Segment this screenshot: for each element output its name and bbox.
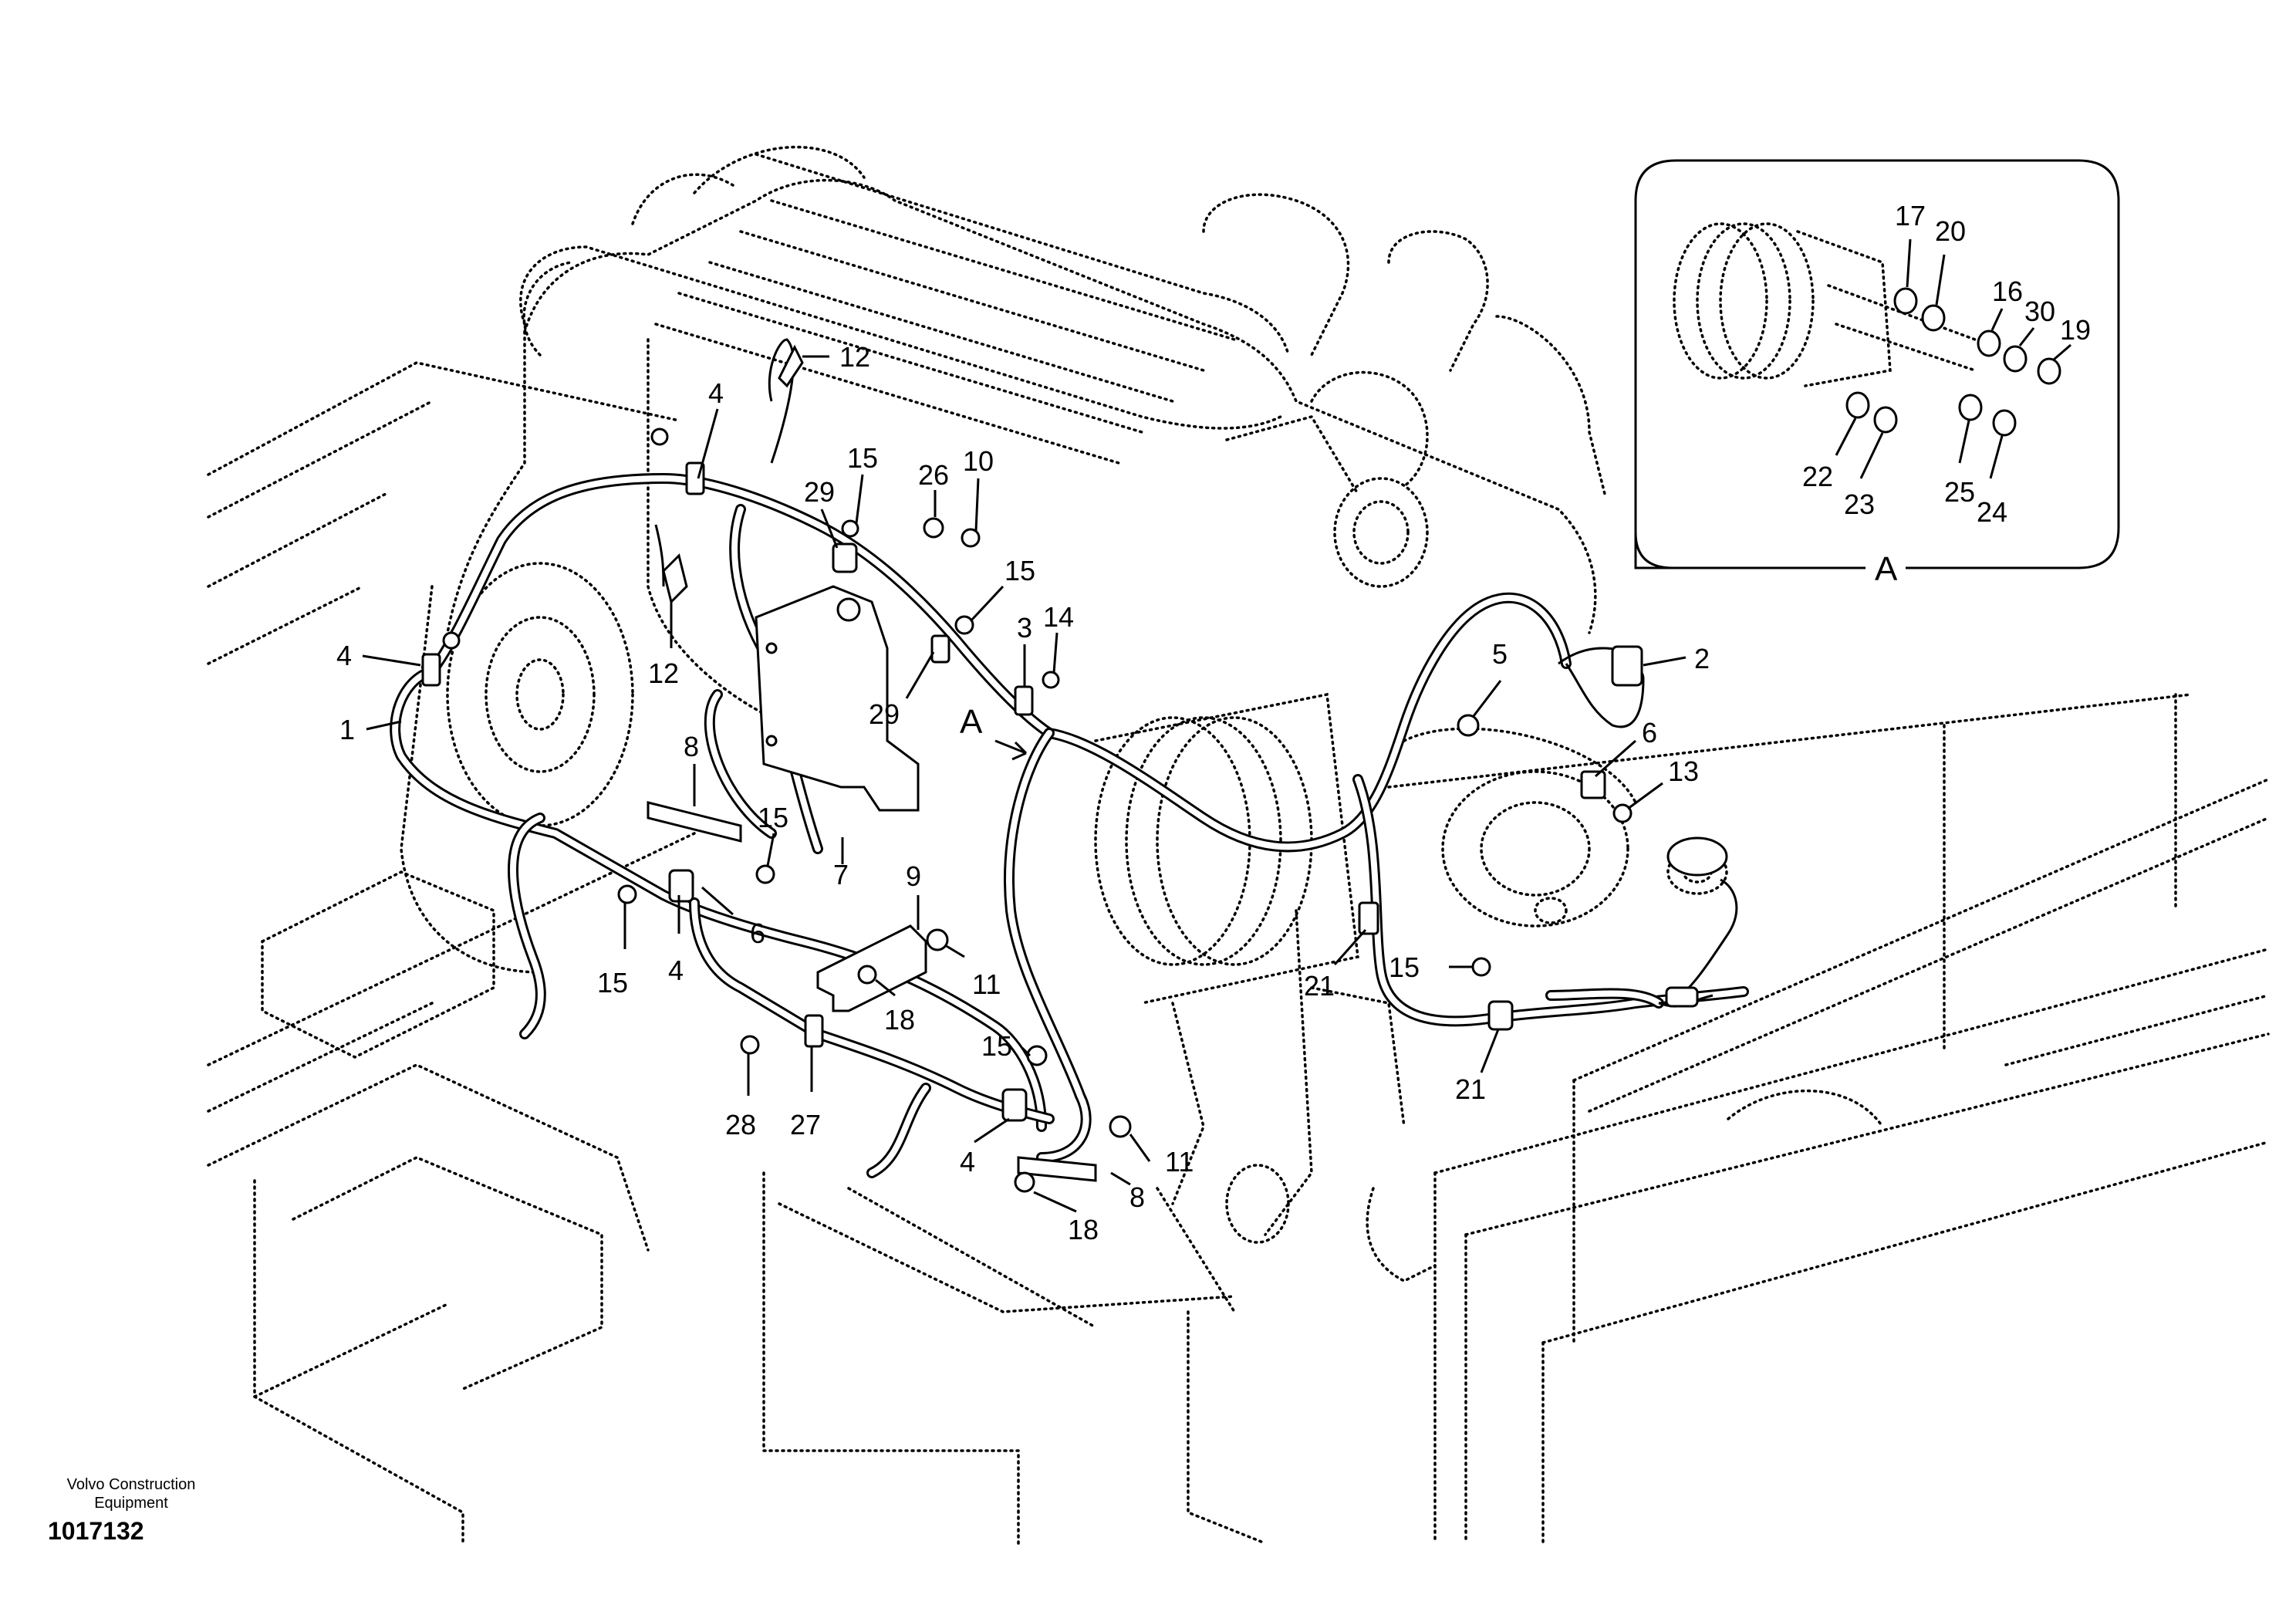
detail-frame: [1634, 159, 2120, 569]
clamp-3: [1014, 685, 1034, 716]
clamp-6-right: [1580, 770, 1606, 799]
clamp-21-low: [1487, 1000, 1514, 1031]
callout-2: 2: [1694, 643, 1710, 674]
clamp-27: [804, 1014, 824, 1048]
bolt-15d: [617, 884, 637, 904]
nut-11a: [926, 928, 949, 951]
callout-7: 7: [833, 859, 849, 890]
callout-13: 13: [1668, 755, 1699, 787]
detail-view-a: A: [1634, 159, 2120, 588]
clamp-4-mid: [668, 869, 694, 903]
callout-14: 14: [1043, 601, 1074, 633]
callout-11: 11: [972, 968, 1001, 1000]
callout-18: 18: [884, 1004, 915, 1036]
view-arrow-label: A: [960, 703, 983, 741]
control-box: [755, 585, 920, 812]
detail-label: A: [1875, 550, 1898, 588]
bolt-15f: [1471, 957, 1491, 977]
bolt-18a: [857, 965, 877, 985]
callout-15: 15: [1389, 951, 1420, 983]
clamp-4-low: [1001, 1088, 1028, 1122]
callout-4: 4: [960, 1146, 975, 1178]
bracket-upper: [647, 801, 742, 843]
bolt-10: [961, 528, 981, 548]
inline-connector: [1665, 986, 1699, 1008]
callout-24: 24: [1977, 496, 2007, 528]
connector-2: [1611, 645, 1643, 687]
callout-5: 5: [1492, 638, 1508, 670]
bolt-15e: [1026, 1045, 1048, 1066]
callout-15: 15: [758, 802, 788, 833]
bolt-15h: [650, 427, 669, 446]
callout-27: 27: [790, 1109, 821, 1140]
callout-8: 8: [684, 731, 699, 762]
brand-line-1: Volvo Construction: [66, 1476, 196, 1493]
bolt-13: [1612, 803, 1633, 823]
callout-28: 28: [725, 1109, 756, 1140]
callout-4: 4: [668, 955, 684, 986]
callout-25: 25: [1944, 476, 1975, 508]
callout-29: 29: [869, 698, 900, 730]
callout-6: 6: [1642, 717, 1657, 748]
callout-9: 9: [906, 860, 921, 892]
bolt-15g: [442, 631, 461, 650]
document-number: 1017132: [48, 1517, 144, 1545]
bolt-15b: [954, 615, 974, 635]
clamp-4-left: [421, 653, 441, 687]
callout-15: 15: [597, 967, 628, 999]
callout-15: 15: [1004, 555, 1035, 586]
bolt-14: [1042, 671, 1060, 689]
nut-11b: [1109, 1115, 1132, 1138]
clamp-29-top: [832, 542, 858, 573]
callout-15: 15: [981, 1030, 1012, 1062]
wiring-harness: [390, 338, 1749, 1178]
callout-26: 26: [918, 459, 949, 491]
callout-29: 29: [804, 476, 835, 508]
callout-16: 16: [1992, 275, 2023, 307]
brand-caption: Volvo Construction Equipment: [46, 1475, 216, 1512]
callout-22: 22: [1802, 461, 1833, 492]
engine-outline: [207, 146, 2270, 1545]
washer-26: [923, 517, 944, 539]
callout-8: 8: [1129, 1181, 1145, 1213]
clip-12-top: [778, 344, 804, 388]
callout-11: 11: [1165, 1146, 1194, 1178]
clip-12-low: [662, 553, 688, 604]
leader-lines: [362, 355, 1687, 1213]
detail-nuts: [1845, 287, 2061, 437]
brand-line-2: Equipment: [94, 1495, 168, 1512]
callout-30: 30: [2024, 296, 2055, 327]
callout-4: 4: [336, 640, 352, 671]
clamp-21-top: [1358, 901, 1379, 935]
nut-5: [1457, 714, 1480, 737]
callout-10: 10: [963, 445, 994, 477]
bolt-15a: [841, 519, 859, 538]
callout-12: 12: [648, 657, 679, 689]
callout-17: 17: [1895, 200, 1926, 231]
bolt-28: [740, 1035, 760, 1055]
clamp-29-low: [930, 634, 950, 664]
callout-3: 3: [1017, 612, 1032, 644]
callout-19: 19: [2060, 314, 2091, 346]
callout-23: 23: [1844, 488, 1875, 520]
callout-21: 21: [1304, 970, 1335, 1002]
view-arrow: [994, 739, 1028, 761]
callout-18: 18: [1068, 1214, 1099, 1245]
callout-1: 1: [339, 714, 355, 745]
callout-12: 12: [839, 341, 870, 373]
callout-4: 4: [708, 377, 724, 409]
bracket-lower: [1017, 1156, 1097, 1182]
callout-21: 21: [1455, 1073, 1486, 1105]
callout-labels: 12 4 15 29 26 10 15 14 3 29 12 4 1 8 15 …: [336, 200, 2091, 1245]
callout-6: 6: [750, 917, 765, 949]
bolt-15c: [755, 864, 775, 884]
callout-20: 20: [1935, 215, 1966, 247]
callout-15: 15: [847, 442, 878, 474]
bolt-18b: [1014, 1171, 1035, 1193]
